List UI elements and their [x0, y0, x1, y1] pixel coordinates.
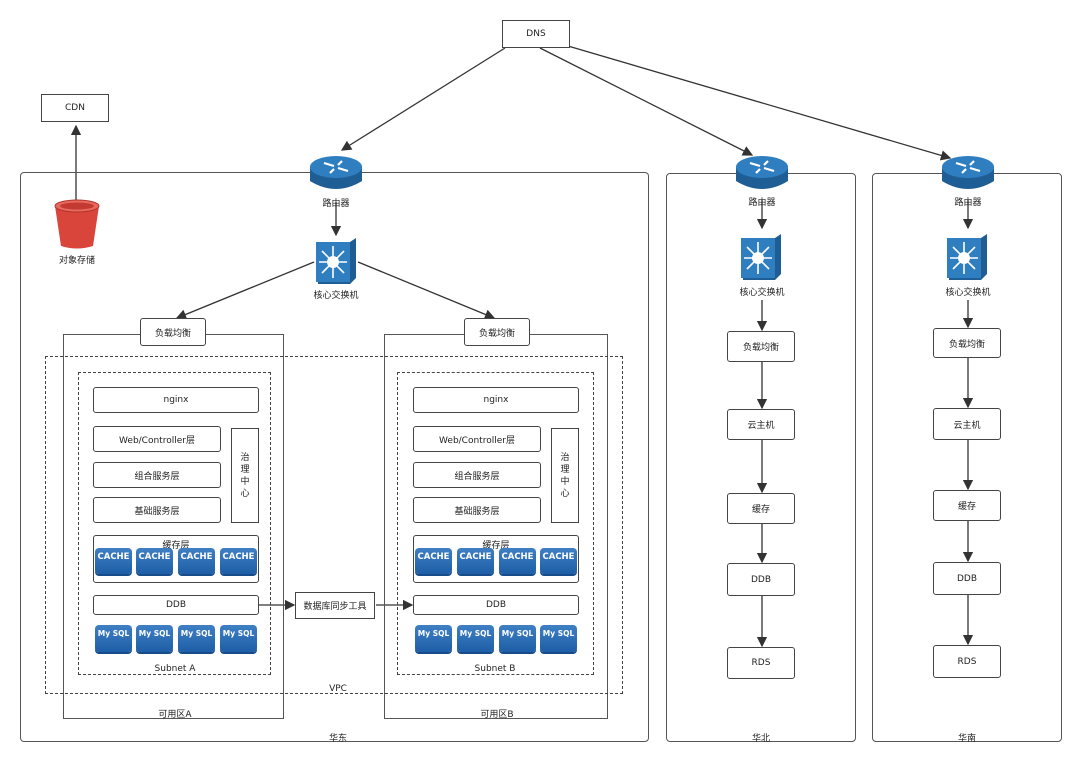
- mysql-node[interactable]: My SQL: [499, 625, 536, 652]
- compose-layer-b[interactable]: 组合服务层: [413, 462, 541, 488]
- cache-node[interactable]: CACHE: [540, 548, 577, 574]
- region-south-label: 华南: [957, 734, 976, 744]
- router-icon: [310, 156, 362, 189]
- mysql-node[interactable]: My SQL: [540, 625, 577, 652]
- router-icon: [736, 156, 788, 189]
- governance-a[interactable]: 治 理 中 心: [231, 428, 259, 523]
- south-ddb[interactable]: DDB: [933, 562, 1001, 595]
- core-switch-icon: [741, 234, 781, 280]
- subnet-a: [78, 372, 271, 675]
- mysql-node[interactable]: My SQL: [95, 625, 132, 652]
- cache-node[interactable]: CACHE: [220, 548, 257, 574]
- cdn-box[interactable]: CDN: [41, 94, 109, 122]
- dns-to-router-north: [539, 47, 754, 156]
- south-cache[interactable]: 缓存: [933, 490, 1001, 521]
- governance-char: 治: [560, 452, 570, 463]
- compose-layer-a[interactable]: 组合服务层: [93, 462, 221, 488]
- switch-to-lb-a: [175, 261, 315, 320]
- bucket-icon: [54, 199, 100, 249]
- governance-b[interactable]: 治 理 中 心: [551, 428, 579, 523]
- north-load-balancer[interactable]: 负载均衡: [727, 331, 795, 362]
- governance-char: 心: [240, 488, 250, 499]
- governance-char: 治: [240, 452, 250, 463]
- cache-node[interactable]: CACHE: [136, 548, 173, 574]
- governance-char: 中: [240, 476, 250, 487]
- cache-node[interactable]: CACHE: [499, 548, 536, 574]
- zone-a-label: 可用区A: [158, 710, 192, 720]
- router-label-south: 路由器: [954, 198, 982, 208]
- cache-node[interactable]: CACHE: [457, 548, 494, 574]
- web-layer-b[interactable]: Web/Controller层: [413, 426, 541, 452]
- mysql-node[interactable]: My SQL: [415, 625, 452, 652]
- region-east-label: 华东: [328, 734, 347, 744]
- ddb-b[interactable]: DDB: [413, 595, 579, 615]
- cache-node[interactable]: CACHE: [95, 548, 132, 574]
- dns-to-router-east: [340, 47, 506, 151]
- nginx-a[interactable]: nginx: [93, 387, 259, 413]
- web-layer-a[interactable]: Web/Controller层: [93, 426, 221, 452]
- vpc-boundary: [45, 356, 623, 694]
- south-rds[interactable]: RDS: [933, 645, 1001, 678]
- router-icon: [942, 156, 994, 189]
- cache-layer-label: 缓存层: [162, 541, 190, 551]
- ddb-a[interactable]: DDB: [93, 595, 259, 615]
- subnet-a-label: Subnet A: [154, 664, 196, 674]
- object-storage-label: 对象存储: [58, 256, 95, 266]
- region-north-label: 华北: [751, 734, 770, 744]
- load-balancer-b[interactable]: 负载均衡: [464, 318, 530, 346]
- core-switch-icon: [947, 234, 987, 280]
- router-label-north: 路由器: [748, 198, 776, 208]
- cache-layer-label: 缓存层: [482, 541, 510, 551]
- vpc-label: VPC: [329, 684, 347, 694]
- subnet-b-label: Subnet B: [474, 664, 516, 674]
- north-cache[interactable]: 缓存: [727, 493, 795, 524]
- mysql-node[interactable]: My SQL: [220, 625, 257, 652]
- governance-char: 中: [560, 476, 570, 487]
- north-rds[interactable]: RDS: [727, 647, 795, 679]
- north-ddb[interactable]: DDB: [727, 563, 795, 596]
- mysql-node[interactable]: My SQL: [457, 625, 494, 652]
- core-switch-label-north: 核心交换机: [739, 288, 785, 298]
- dns-box[interactable]: DNS: [502, 20, 570, 48]
- south-load-balancer[interactable]: 负载均衡: [933, 328, 1001, 358]
- mysql-node[interactable]: My SQL: [178, 625, 215, 652]
- router-label-east: 路由器: [322, 199, 350, 209]
- base-layer-a[interactable]: 基础服务层: [93, 497, 221, 523]
- load-balancer-a[interactable]: 负载均衡: [140, 318, 206, 346]
- south-cloud-host[interactable]: 云主机: [933, 408, 1001, 440]
- core-switch-label-east: 核心交换机: [313, 291, 359, 301]
- core-switch-label-south: 核心交换机: [945, 288, 991, 298]
- switch-to-lb-b: [357, 261, 496, 320]
- cache-node[interactable]: CACHE: [178, 548, 215, 574]
- cache-node[interactable]: CACHE: [415, 548, 452, 574]
- core-switch-icon: [316, 238, 356, 284]
- subnet-b: [397, 372, 594, 675]
- base-layer-b[interactable]: 基础服务层: [413, 497, 541, 523]
- mysql-node[interactable]: My SQL: [136, 625, 173, 652]
- nginx-b[interactable]: nginx: [413, 387, 579, 413]
- db-sync-tool[interactable]: 数据库同步工具: [295, 592, 375, 619]
- dns-to-router-south: [567, 45, 952, 161]
- governance-char: 理: [560, 464, 570, 475]
- north-cloud-host[interactable]: 云主机: [727, 409, 795, 440]
- zone-b-label: 可用区B: [480, 710, 514, 720]
- governance-char: 心: [560, 488, 570, 499]
- governance-char: 理: [240, 464, 250, 475]
